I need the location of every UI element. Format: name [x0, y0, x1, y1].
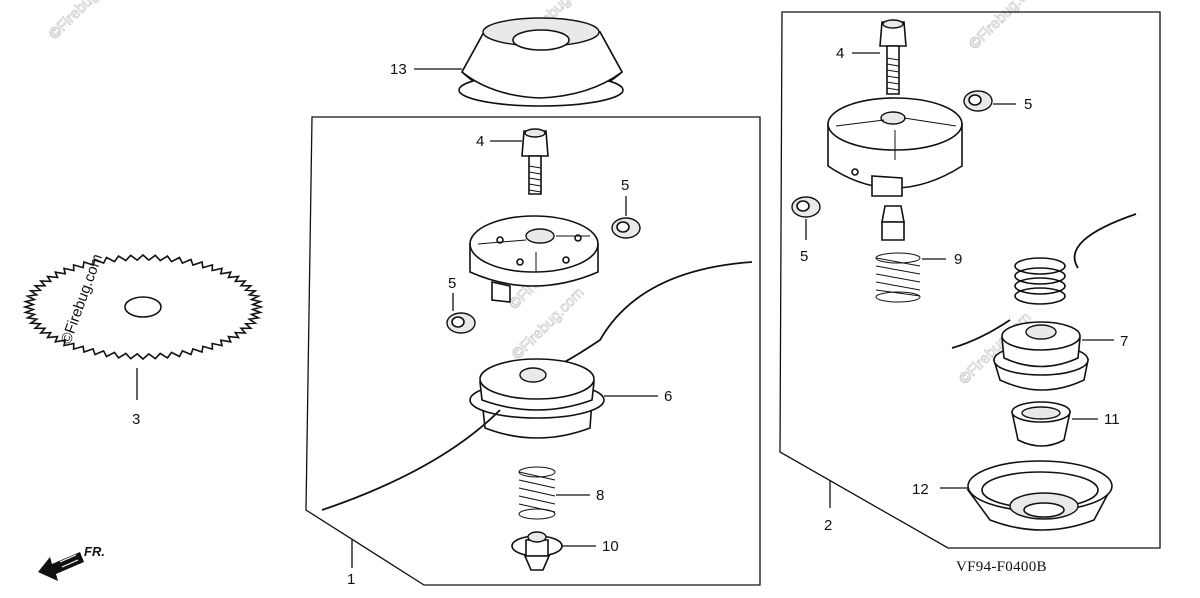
label-5-left-a: 5 — [621, 177, 629, 194]
part-5-nut-right-a — [963, 90, 993, 112]
part-fitting — [881, 205, 905, 241]
label-13: 13 — [390, 61, 407, 78]
part-11-collar — [1011, 401, 1071, 447]
assembly-2-outline — [779, 11, 1161, 549]
label-5-right-a: 5 — [1024, 96, 1032, 113]
label-9: 9 — [954, 251, 962, 268]
label-5-left-b: 5 — [448, 275, 456, 292]
part-7-spool — [951, 213, 1137, 391]
watermark: ©Firebug.com — [966, 0, 1045, 53]
label-7: 7 — [1120, 333, 1128, 350]
label-12: 12 — [912, 481, 929, 498]
part-12-cup — [966, 460, 1113, 531]
label-1: 1 — [347, 571, 355, 588]
part-3-blade: ©Firebug.com — [22, 252, 264, 361]
cutter-hub-left — [469, 215, 599, 303]
part-13-cap — [458, 17, 624, 107]
part-10-knob — [511, 531, 563, 571]
diagram-code: VF94-F0400B — [956, 559, 1047, 575]
part-6-spool — [321, 261, 753, 511]
label-10: 10 — [602, 538, 619, 555]
label-5-right-b: 5 — [800, 248, 808, 265]
label-4-left: 4 — [476, 133, 484, 150]
part-9-spring — [875, 252, 921, 303]
watermark: ©Firebug.com — [46, 0, 125, 43]
front-direction-label: FR. — [84, 544, 105, 559]
part-5-nut-left-b — [446, 312, 476, 334]
label-6: 6 — [664, 388, 672, 405]
label-3: 3 — [132, 411, 140, 428]
part-4-bolt-left — [521, 128, 549, 195]
part-4-bolt-right — [879, 19, 907, 95]
part-5-nut-right-b — [791, 196, 821, 218]
assembly-1-outline — [305, 116, 761, 586]
label-11: 11 — [1104, 411, 1120, 428]
label-4-right: 4 — [836, 45, 844, 62]
part-5-nut-left-a — [611, 217, 641, 239]
front-direction-arrow-icon — [38, 552, 84, 581]
label-2: 2 — [824, 517, 832, 534]
cutter-hub-right — [827, 97, 963, 197]
label-8: 8 — [596, 487, 604, 504]
part-8-spring — [518, 466, 556, 520]
